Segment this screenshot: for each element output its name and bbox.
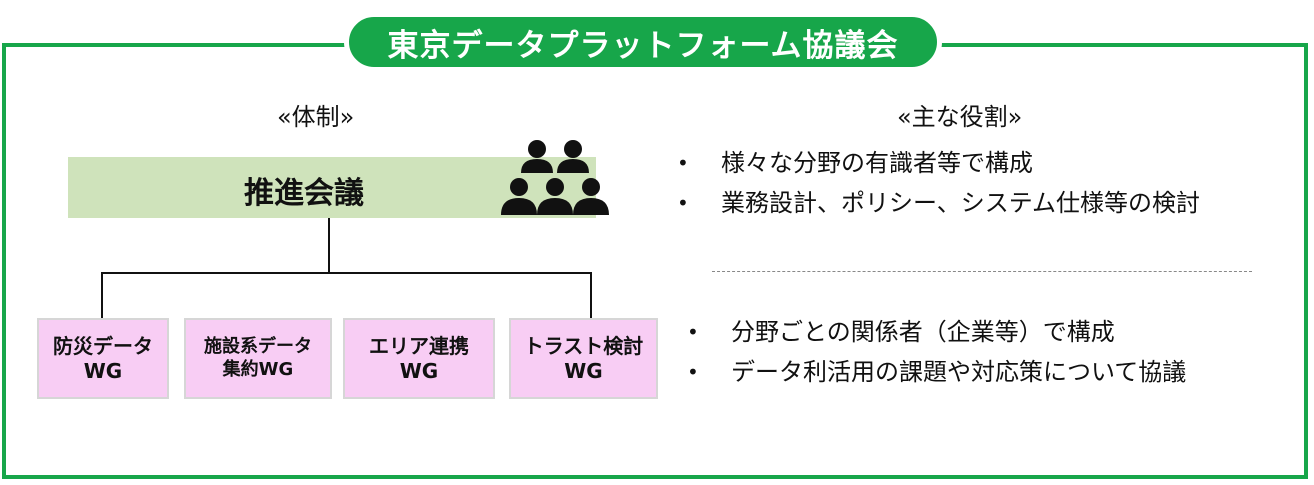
wg-roles-list: 分野ごとの関係者（企業等）で構成 データ利活用の課題や対応策について協議 [687,312,1186,392]
wg-label-line2: 集約WG [222,358,294,380]
connector-drop-1 [101,272,103,318]
wg-label-line1: 防災データ [53,333,153,358]
wg-label-line1: 施設系データ [204,336,312,357]
outer-frame [2,43,1308,479]
connector-trunk [328,218,330,273]
page-title: 東京データプラットフォーム協議会 [344,12,942,72]
list-item: 様々な分野の有識者等で構成 [677,143,1200,183]
connector-drop-4 [590,272,592,318]
divider [712,271,1252,272]
wg-label-line2: WG [564,358,603,383]
wg-label-line2: WG [399,358,439,383]
working-group-trust: トラスト検討 WG [509,318,658,399]
roles-heading: «主な役割» [897,103,1023,131]
wg-label-line1: エリア連携 [369,333,469,358]
list-item: データ利活用の課題や対応策について協議 [687,352,1186,392]
wg-label-line2: WG [83,358,123,383]
people-group-icon [501,140,609,215]
list-item: 業務設計、ポリシー、システム仕様等の検討 [677,183,1200,223]
main-roles-list: 様々な分野の有識者等で構成 業務設計、ポリシー、システム仕様等の検討 [677,143,1200,223]
working-group-disaster: 防災データ WG [37,318,169,399]
working-group-area: エリア連携 WG [343,318,495,399]
working-group-facility: 施設系データ 集約WG [184,318,332,399]
connector-horizontal [101,272,592,274]
list-item: 分野ごとの関係者（企業等）で構成 [687,312,1186,352]
wg-label-line1: トラスト検討 [523,333,644,358]
main-body-label: 推進会議 [244,176,364,211]
structure-heading: «体制» [277,103,355,131]
